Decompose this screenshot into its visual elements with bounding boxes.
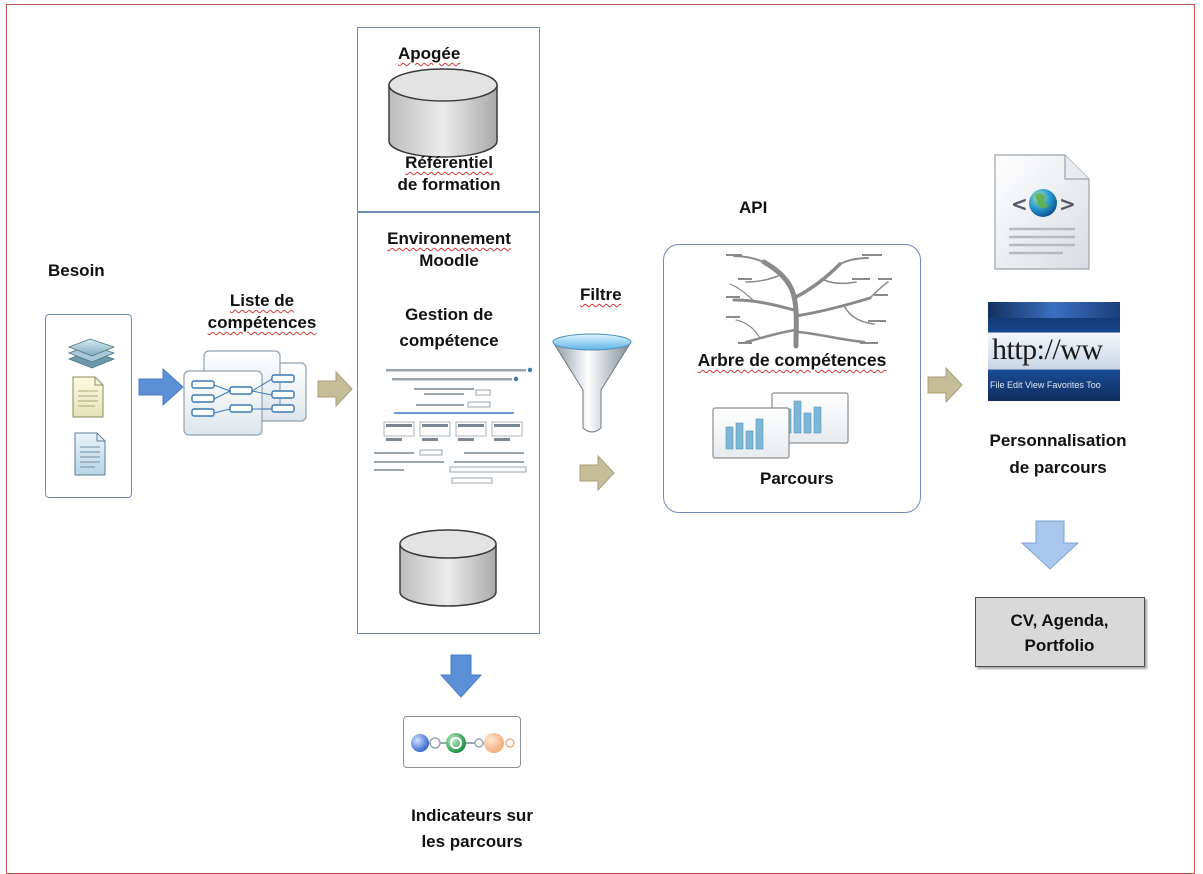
- besoin-label: Besoin: [48, 261, 105, 280]
- competency-map-icon: [183, 350, 307, 436]
- filtre-label: Filtre: [580, 285, 622, 304]
- database-icon: [388, 68, 498, 158]
- gestion-label-line2: compétence: [399, 331, 499, 350]
- web-document-icon: < >: [994, 154, 1090, 270]
- referentiel-label-line2: de formation: [397, 175, 501, 194]
- gestion-label-line1: Gestion de: [405, 305, 493, 324]
- browser-menu-text: File Edit View Favorites Too: [990, 380, 1101, 390]
- arbre-label-text: Arbre de compétences: [697, 350, 887, 370]
- arrow-api-to-output: [927, 366, 963, 404]
- indicateurs-label-line2: les parcours: [421, 832, 523, 851]
- indicateurs-label-line1: Indicateurs sur: [411, 806, 533, 825]
- parcours-label: Parcours: [760, 469, 834, 488]
- browser-tab-strip: [988, 302, 1120, 318]
- progress-circles-icon: [411, 733, 515, 753]
- browser-address-bar: [988, 332, 1120, 370]
- apogee-box: [357, 27, 540, 212]
- cv-box: CV, Agenda, Portfolio: [975, 597, 1145, 667]
- liste-label-line2: compétences: [207, 313, 317, 332]
- referentiel-label-line1: Référentiel: [405, 153, 493, 172]
- tree-diagram-icon: [726, 254, 892, 349]
- liste-label: Liste de compétences: [197, 290, 327, 334]
- arbre-label: Arbre de compétences: [678, 349, 906, 371]
- referentiel-label: Référentiel de formation: [364, 152, 534, 196]
- arrow-besoin-to-liste: [138, 367, 184, 407]
- moodle-form-screenshot: [374, 367, 533, 484]
- besoin-box: [45, 314, 132, 498]
- indicateurs-box: [403, 716, 521, 768]
- indicateurs-label: Indicateurs sur les parcours: [392, 803, 552, 855]
- personnalisation-label-line1: Personnalisation: [989, 431, 1127, 450]
- environnement-label-line2: Moodle: [419, 251, 479, 270]
- svg-text:<: <: [1011, 192, 1028, 216]
- cv-label: CV, Agenda, Portfolio: [976, 608, 1143, 658]
- arrow-personnalisation-to-cv: [1020, 520, 1080, 570]
- personnalisation-label-line2: de parcours: [1009, 458, 1107, 477]
- environnement-label-line1: Environnement: [387, 229, 511, 248]
- arrow-moodle-to-indicateurs: [439, 654, 483, 698]
- cv-label-line2: Portfolio: [1024, 636, 1095, 655]
- liste-label-line1: Liste de: [229, 291, 295, 310]
- arrow-filtre-to-api: [579, 454, 615, 492]
- arrow-liste-to-moodle: [317, 370, 353, 408]
- svg-text:>: >: [1059, 192, 1076, 216]
- personnalisation-label: Personnalisation de parcours: [976, 427, 1140, 481]
- apogee-label: Apogée: [398, 44, 461, 63]
- document-stack-icon: [67, 338, 116, 476]
- browser-http-icon: http://ww File Edit View Favorites Too: [988, 302, 1120, 401]
- api-label: API: [739, 198, 768, 217]
- cv-label-line1: CV, Agenda,: [1010, 611, 1109, 630]
- environnement-label: Environnement Moodle: [360, 228, 538, 272]
- bar-chart-icon: [712, 392, 849, 459]
- gestion-label: Gestion de compétence: [360, 302, 538, 354]
- funnel-icon: [552, 333, 632, 433]
- moodle-box: [357, 212, 540, 634]
- browser-url-text: http://ww: [992, 333, 1103, 366]
- database-icon: [399, 529, 497, 607]
